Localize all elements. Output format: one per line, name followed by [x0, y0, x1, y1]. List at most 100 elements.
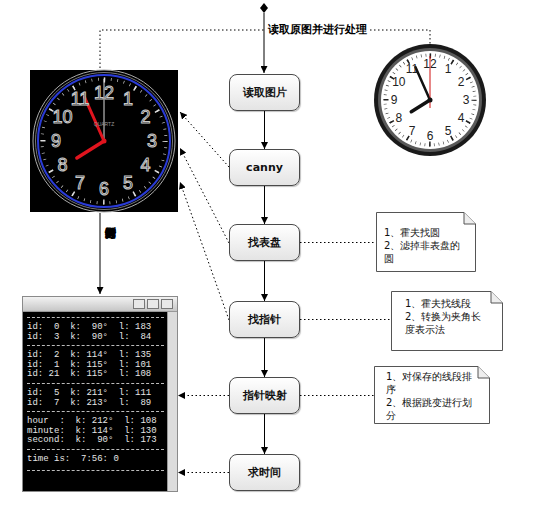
note-text: 2、根据跳变进行划分	[386, 396, 476, 422]
hour-hand	[411, 100, 430, 112]
brand-text: QUARTZ	[94, 122, 114, 127]
note-body	[392, 292, 503, 351]
hour-hand	[77, 141, 104, 158]
clock-numeral: 2	[458, 76, 465, 88]
hour-ticks	[386, 56, 474, 144]
dotted-connector	[300, 242, 376, 243]
process-box: 找指针	[229, 301, 300, 338]
canny-image	[30, 70, 178, 212]
clock-numeral: 6	[99, 180, 109, 198]
clock-rim	[33, 70, 175, 212]
console-line: id: 3 k: 90° l: 84	[27, 333, 164, 343]
clock-numeral: 3	[463, 94, 470, 106]
console-line: id: 7 k: 213° l: 89	[27, 399, 164, 409]
flow-arrow	[264, 261, 265, 301]
dotted-leader	[100, 30, 430, 68]
image-to-console-arrow	[100, 213, 101, 294]
note-text-area: 1、霍夫找圆2、滤掉非表盘的圆	[376, 212, 476, 272]
process-label: 找指针	[248, 312, 281, 327]
clock-numeral: 8	[395, 112, 402, 124]
process-label: canny	[246, 161, 283, 174]
flow-arrow	[264, 414, 265, 454]
clock-rim	[378, 48, 482, 152]
console-line: id: 21 k: 115° l: 108	[27, 370, 164, 380]
note-text: 2、滤掉非表盘的圆	[384, 239, 468, 265]
console-line: id: 0 k: 90° l: 183	[27, 317, 164, 333]
note-text: 1、霍夫找线段	[405, 297, 485, 310]
clock-numeral: 12	[423, 58, 436, 70]
annotation-label: 读取原图并进行处理	[266, 23, 369, 37]
dotted-leader	[180, 182, 229, 320]
clock-numeral: 5	[445, 125, 452, 137]
process-box: canny	[229, 149, 300, 186]
console-line: second: k: 90° l: 173	[27, 436, 164, 446]
clock-rim	[374, 44, 486, 156]
minute-ticks	[385, 55, 475, 145]
note-fold	[491, 292, 503, 304]
console-title-bar	[23, 297, 177, 312]
detected-dial-circle	[38, 75, 170, 207]
note-text: 1、霍夫找圆	[384, 226, 468, 239]
clock-numeral: 6	[427, 130, 434, 142]
clock-face	[381, 51, 479, 149]
clock-center	[428, 98, 433, 103]
console-line: id: 5 k: 211° l: 111	[27, 383, 164, 399]
window-button	[147, 299, 159, 309]
clock-numeral: 2	[141, 108, 151, 126]
console-line: minute: k: 114° l: 130	[27, 427, 164, 437]
clock-numeral: 1	[123, 90, 133, 108]
note-shape: 1、对保存的线段排序2、根据跳变进行划分	[374, 366, 490, 424]
dotted-connector	[300, 395, 374, 396]
console-body: id: 0 k: 90° l: 183id: 3 k: 90° l: 84 id:…	[23, 312, 167, 491]
clock-numeral: 1	[445, 63, 452, 75]
note-text: 1、对保存的线段排序	[386, 370, 476, 396]
clock-numeral: 4	[141, 156, 151, 174]
clock-numeral: 10	[52, 108, 72, 126]
dotted-leader	[180, 148, 229, 243]
note-text-area: 1、霍夫找线段2、转换为夹角长度表示法	[391, 291, 503, 351]
clock-rim	[36, 73, 173, 210]
process-label: 读取图片	[243, 85, 287, 100]
clock-numeral: 7	[75, 174, 85, 192]
console-line: time is: 7:56: 0	[27, 449, 164, 471]
clock-numeral: 12	[94, 84, 114, 102]
clock-numeral: 4	[458, 112, 465, 124]
note-shape: 1、霍夫找线段2、转换为夹角长度表示法	[391, 291, 503, 351]
note-body	[377, 213, 476, 272]
flow-arrow	[264, 338, 265, 377]
clock-numeral: 9	[391, 94, 398, 106]
note-text-area: 1、对保存的线段排序2、根据跳变进行划分	[374, 366, 490, 424]
clock-numeral: 7	[409, 125, 416, 137]
hour-ticks	[43, 80, 165, 202]
process-box: 指针映射	[229, 377, 300, 414]
minute-ticks	[42, 79, 166, 203]
clock-numeral: 3	[147, 132, 157, 150]
clock-numeral: 11	[71, 90, 90, 108]
clock-numeral: 9	[51, 132, 61, 150]
console-line: id: 1 k: 115° l: 101	[27, 361, 164, 371]
start-point	[260, 3, 268, 13]
note-body	[375, 367, 490, 424]
console-line: id: 2 k: 114° l: 135	[27, 345, 164, 361]
console-window: id: 0 k: 90° l: 183id: 3 k: 90° l: 84 id:…	[22, 296, 178, 492]
note-shape: 1、霍夫找圆2、滤掉非表盘的圆	[376, 212, 476, 272]
note-fold	[464, 213, 476, 225]
clock-numeral: 11	[406, 63, 418, 75]
process-label: 找表盘	[248, 235, 281, 250]
window-button	[133, 299, 145, 309]
clock-center	[102, 139, 107, 144]
dotted-leader	[180, 112, 229, 167]
clock-numeral: 8	[57, 156, 67, 174]
clock-numeral: 10	[392, 76, 405, 88]
console-line: hour : k: 212° l: 108	[27, 411, 164, 427]
dotted-connector	[178, 472, 229, 473]
process-box: 求时间	[229, 454, 300, 491]
process-label: 求时间	[248, 465, 281, 480]
window-button	[161, 299, 173, 309]
entry-arrow	[264, 13, 265, 73]
note-fold	[478, 367, 490, 379]
dotted-connector	[300, 319, 391, 320]
process-box: 读取图片	[229, 74, 300, 111]
